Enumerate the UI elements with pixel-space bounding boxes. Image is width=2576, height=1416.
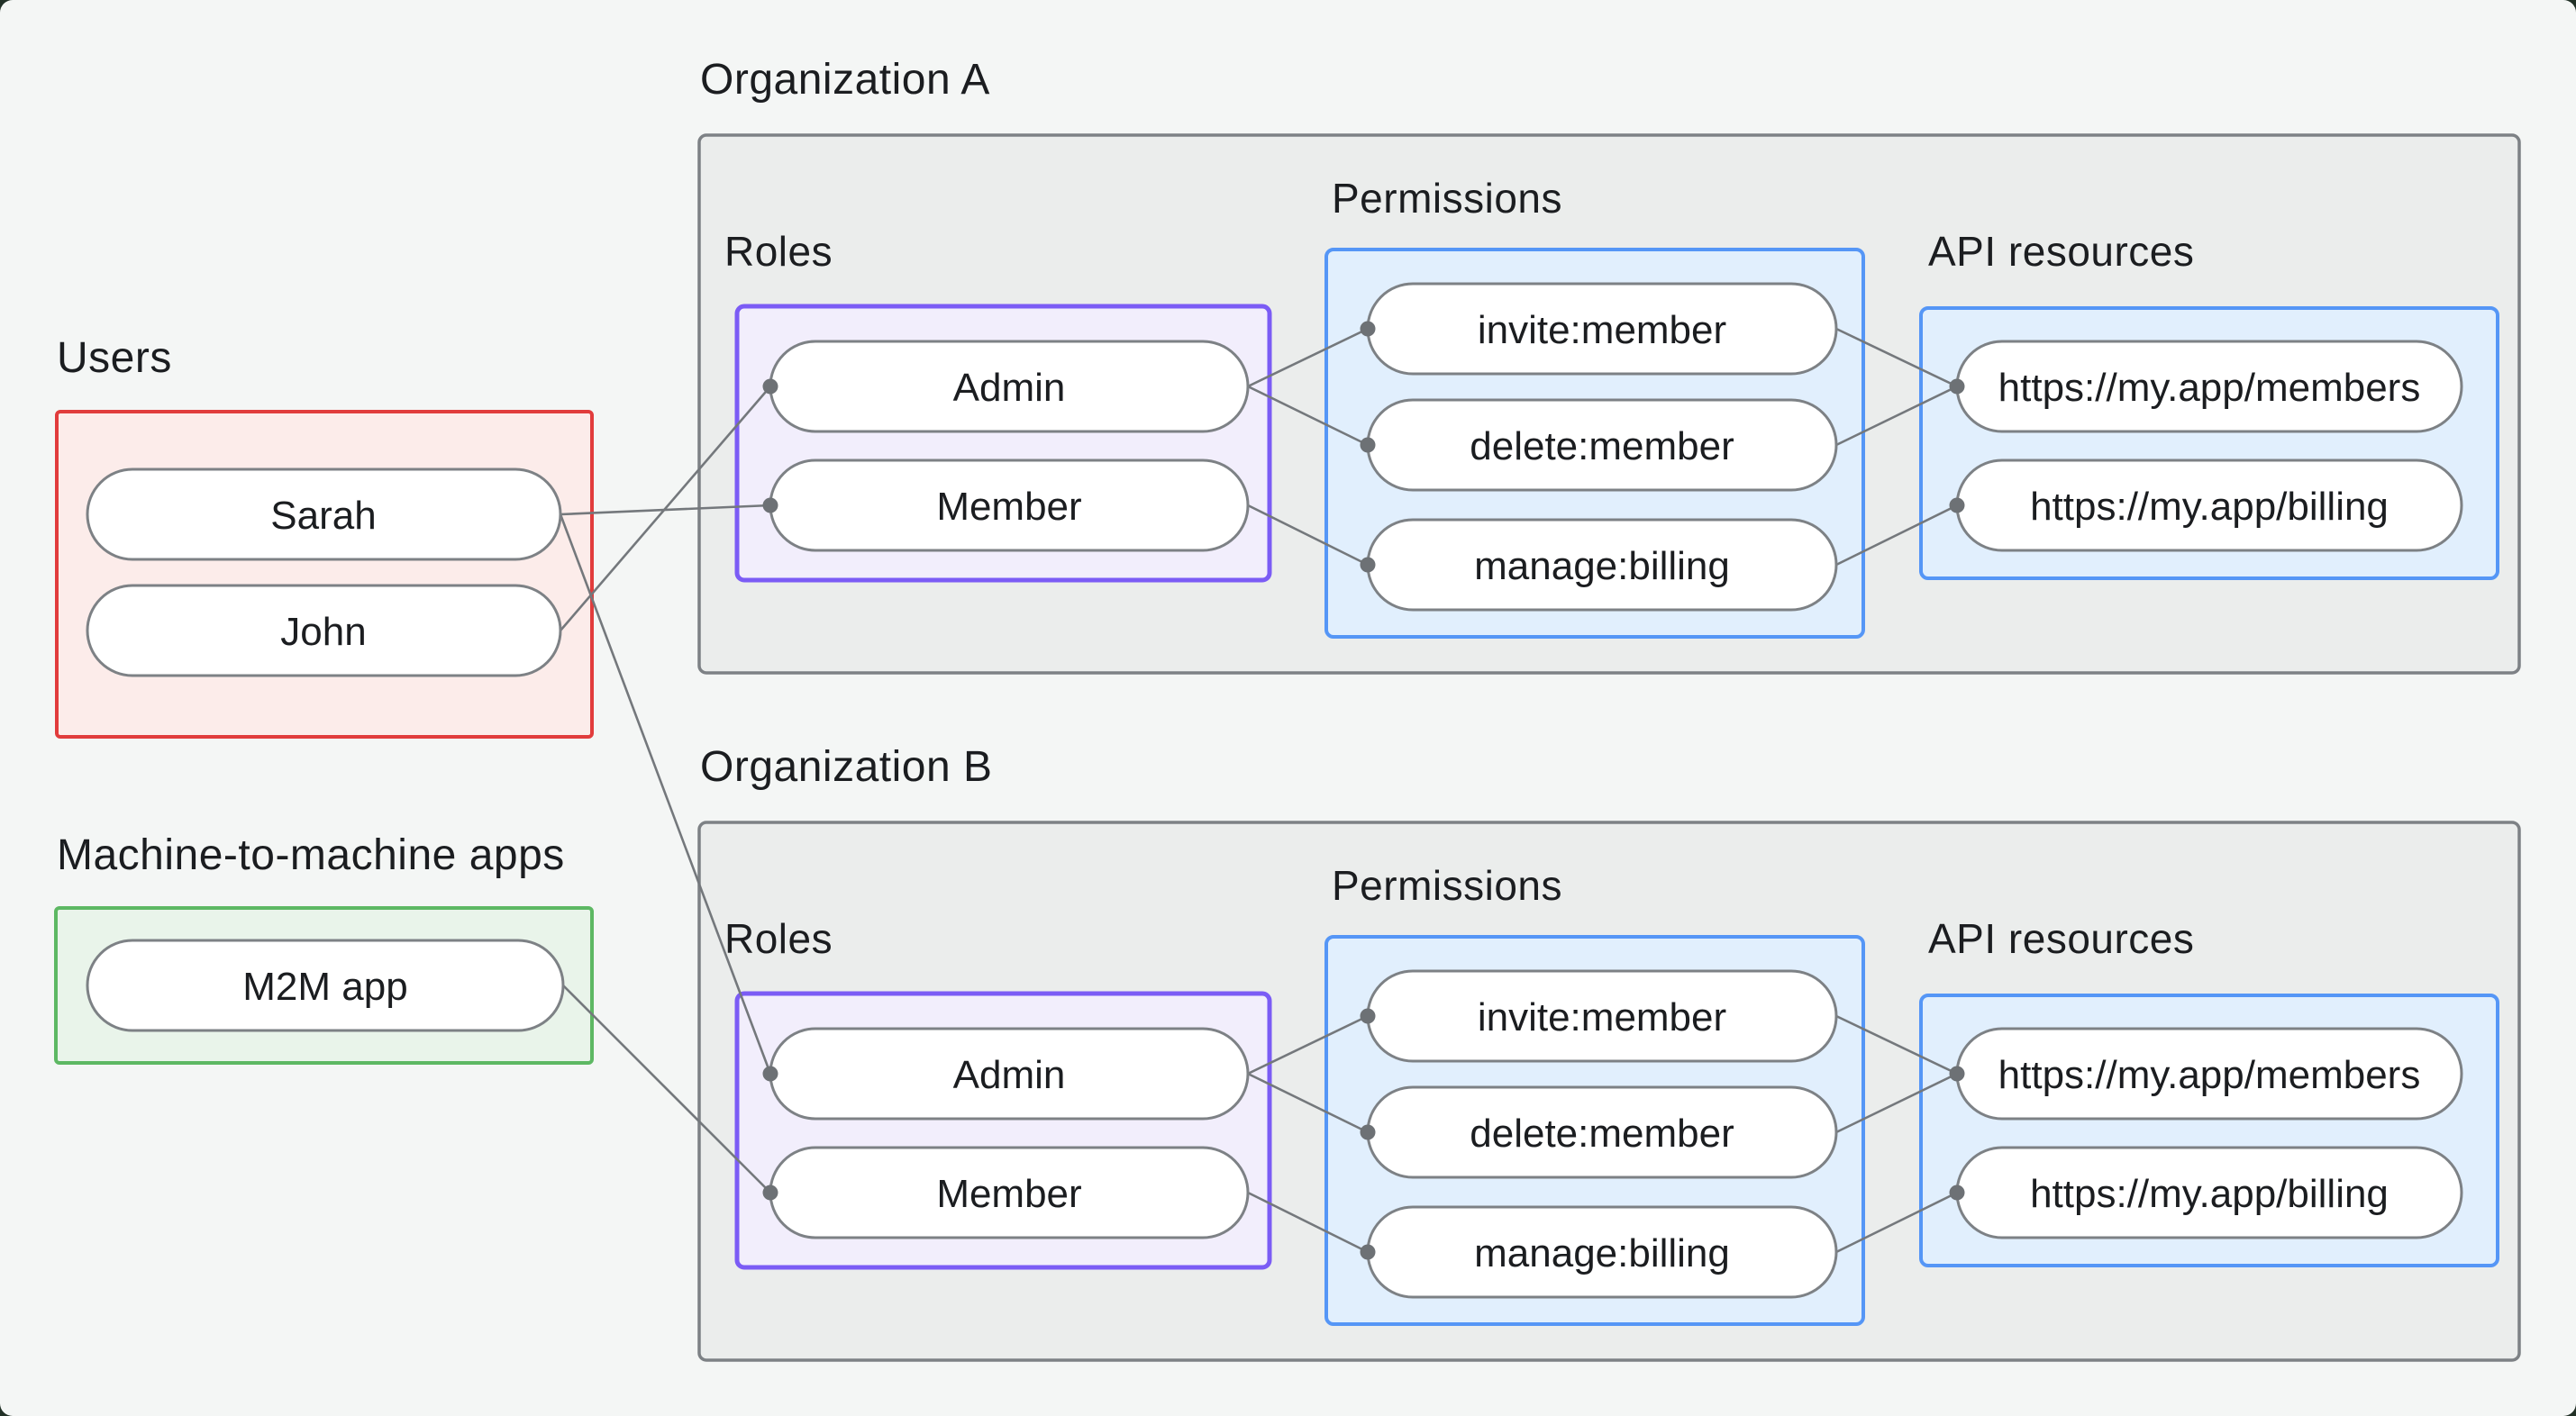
dot-orgb-delete bbox=[1360, 1124, 1376, 1140]
dot-orga-manage bbox=[1360, 557, 1376, 573]
node-orga-api-billing-label: https://my.app/billing bbox=[2030, 485, 2389, 529]
edge-orga-manage-to-billing-api bbox=[1835, 504, 1958, 567]
dot-orgb-api-billing bbox=[1949, 1185, 1965, 1201]
node-orgb-member-label: Member bbox=[936, 1172, 1081, 1216]
org-b-title: Organization B bbox=[700, 743, 993, 791]
node-orga-invite-member-label: invite:member bbox=[1478, 308, 1726, 352]
edge-orga-admin-to-invite bbox=[1247, 327, 1369, 388]
users-label: Users bbox=[57, 334, 172, 382]
node-orgb-api-members-label: https://my.app/members bbox=[1998, 1053, 2421, 1097]
edge-orga-delete-to-members-api bbox=[1835, 385, 1958, 447]
node-orgb-admin-label: Admin bbox=[953, 1053, 1066, 1097]
node-user-sarah-label: Sarah bbox=[270, 494, 376, 538]
dot-orga-delete bbox=[1360, 437, 1376, 453]
edge-orga-admin-to-delete bbox=[1247, 385, 1369, 447]
org-b-api-resources-label: API resources bbox=[1928, 915, 2194, 962]
edge-john-to-orga-admin bbox=[560, 386, 771, 631]
node-orga-api-members-label: https://my.app/members bbox=[1998, 366, 2421, 410]
edge-m2m-to-orgb-member bbox=[562, 985, 771, 1194]
connection-dots bbox=[762, 321, 1965, 1260]
node-orga-member-label: Member bbox=[936, 485, 1081, 529]
node-orga-admin-label: Admin bbox=[953, 366, 1066, 410]
edge-orgb-admin-to-invite bbox=[1247, 1014, 1369, 1076]
dot-orgb-admin bbox=[762, 1066, 778, 1082]
node-user-john bbox=[86, 584, 562, 677]
edge-orgb-admin-to-delete bbox=[1247, 1072, 1369, 1134]
dot-orgb-manage bbox=[1360, 1244, 1376, 1260]
node-orga-delete-member-label: delete:member bbox=[1470, 424, 1734, 468]
edge-orga-member-to-manage bbox=[1247, 504, 1369, 567]
node-orgb-delete-member-label: delete:member bbox=[1470, 1112, 1734, 1156]
org-b-permissions-label: Permissions bbox=[1332, 862, 1562, 909]
dot-orga-invite bbox=[1360, 321, 1376, 337]
node-m2m-app-label: M2M app bbox=[242, 965, 407, 1009]
edge-orgb-delete-to-members-api bbox=[1835, 1072, 1958, 1134]
node-orgb-invite-member-label: invite:member bbox=[1478, 995, 1726, 1039]
dot-orga-api-members bbox=[1949, 378, 1965, 395]
org-a-roles-label: Roles bbox=[724, 228, 833, 275]
edge-orgb-manage-to-billing-api bbox=[1835, 1191, 1958, 1254]
edge-orgb-member-to-manage bbox=[1247, 1191, 1369, 1254]
m2m-label: Machine-to-machine apps bbox=[57, 831, 565, 879]
org-a-nodes: Admin Member invite:member delete:member… bbox=[769, 282, 2463, 612]
org-a-permissions-label: Permissions bbox=[1332, 175, 1562, 222]
edges bbox=[559, 327, 1958, 1254]
node-orgb-api-billing-label: https://my.app/billing bbox=[2030, 1172, 2389, 1216]
dot-orgb-member bbox=[762, 1185, 778, 1201]
dot-orga-api-billing bbox=[1949, 497, 1965, 513]
org-a-title: Organization A bbox=[700, 56, 990, 104]
users-box bbox=[55, 410, 594, 739]
dot-orgb-api-members bbox=[1949, 1066, 1965, 1082]
node-user-sarah bbox=[86, 467, 562, 561]
node-m2m-app bbox=[86, 939, 565, 1032]
org-b-nodes: Admin Member invite:member delete:member… bbox=[769, 969, 2463, 1299]
dot-orga-admin bbox=[762, 378, 778, 395]
node-orga-manage-billing-label: manage:billing bbox=[1474, 544, 1730, 588]
edge-orgb-invite-to-members-api bbox=[1835, 1014, 1958, 1076]
dot-orga-member bbox=[762, 497, 778, 513]
node-user-john-label: John bbox=[280, 610, 366, 654]
org-b-roles-label: Roles bbox=[724, 915, 833, 962]
dot-orgb-invite bbox=[1360, 1008, 1376, 1024]
edge-orga-invite-to-members-api bbox=[1835, 327, 1958, 388]
org-a-api-resources-label: API resources bbox=[1928, 228, 2194, 275]
node-orgb-manage-billing-label: manage:billing bbox=[1474, 1231, 1730, 1275]
user-nodes: Sarah John M2M app bbox=[86, 467, 565, 1032]
edge-sarah-to-orgb-admin bbox=[559, 513, 772, 1075]
